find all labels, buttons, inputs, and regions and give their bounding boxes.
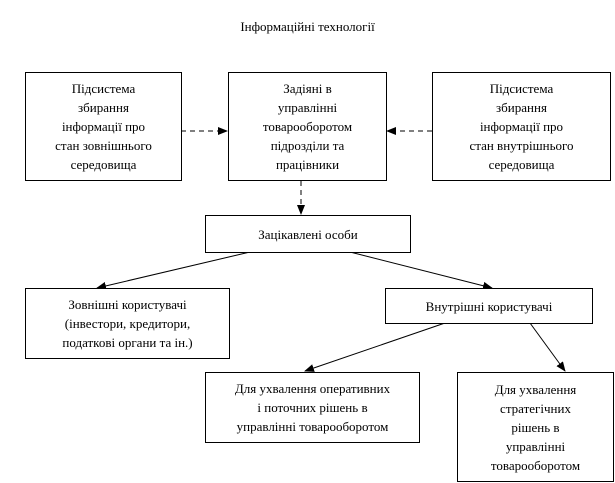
box-internal-users: Внутрішні користувачі bbox=[385, 288, 593, 324]
diagram-title: Інформаційні технології bbox=[240, 19, 375, 34]
arrow-stakeholders-to-external-users bbox=[96, 251, 251, 290]
box-external-users: Зовнішні користувачі (інвестори, кредито… bbox=[25, 288, 230, 359]
box-strategic-decisions: Для ухвалення стратегічних рішень в упра… bbox=[457, 372, 614, 482]
box-stakeholders: Зацікавлені особи bbox=[205, 215, 411, 253]
arrow-stakeholders-to-internal-users bbox=[349, 251, 493, 290]
box-external-subsystem: Підсистема збирання інформації про стан … bbox=[25, 72, 182, 181]
arrow-internal-to-strategic bbox=[529, 322, 566, 372]
box-operational-decisions: Для ухвалення оперативних і поточних ріш… bbox=[205, 372, 420, 443]
arrow-internal-to-operational bbox=[304, 322, 446, 372]
box-involved-units: Задіяні в управлінні товарооборотом підр… bbox=[228, 72, 387, 181]
box-internal-subsystem: Підсистема збирання інформації про стан … bbox=[432, 72, 611, 181]
